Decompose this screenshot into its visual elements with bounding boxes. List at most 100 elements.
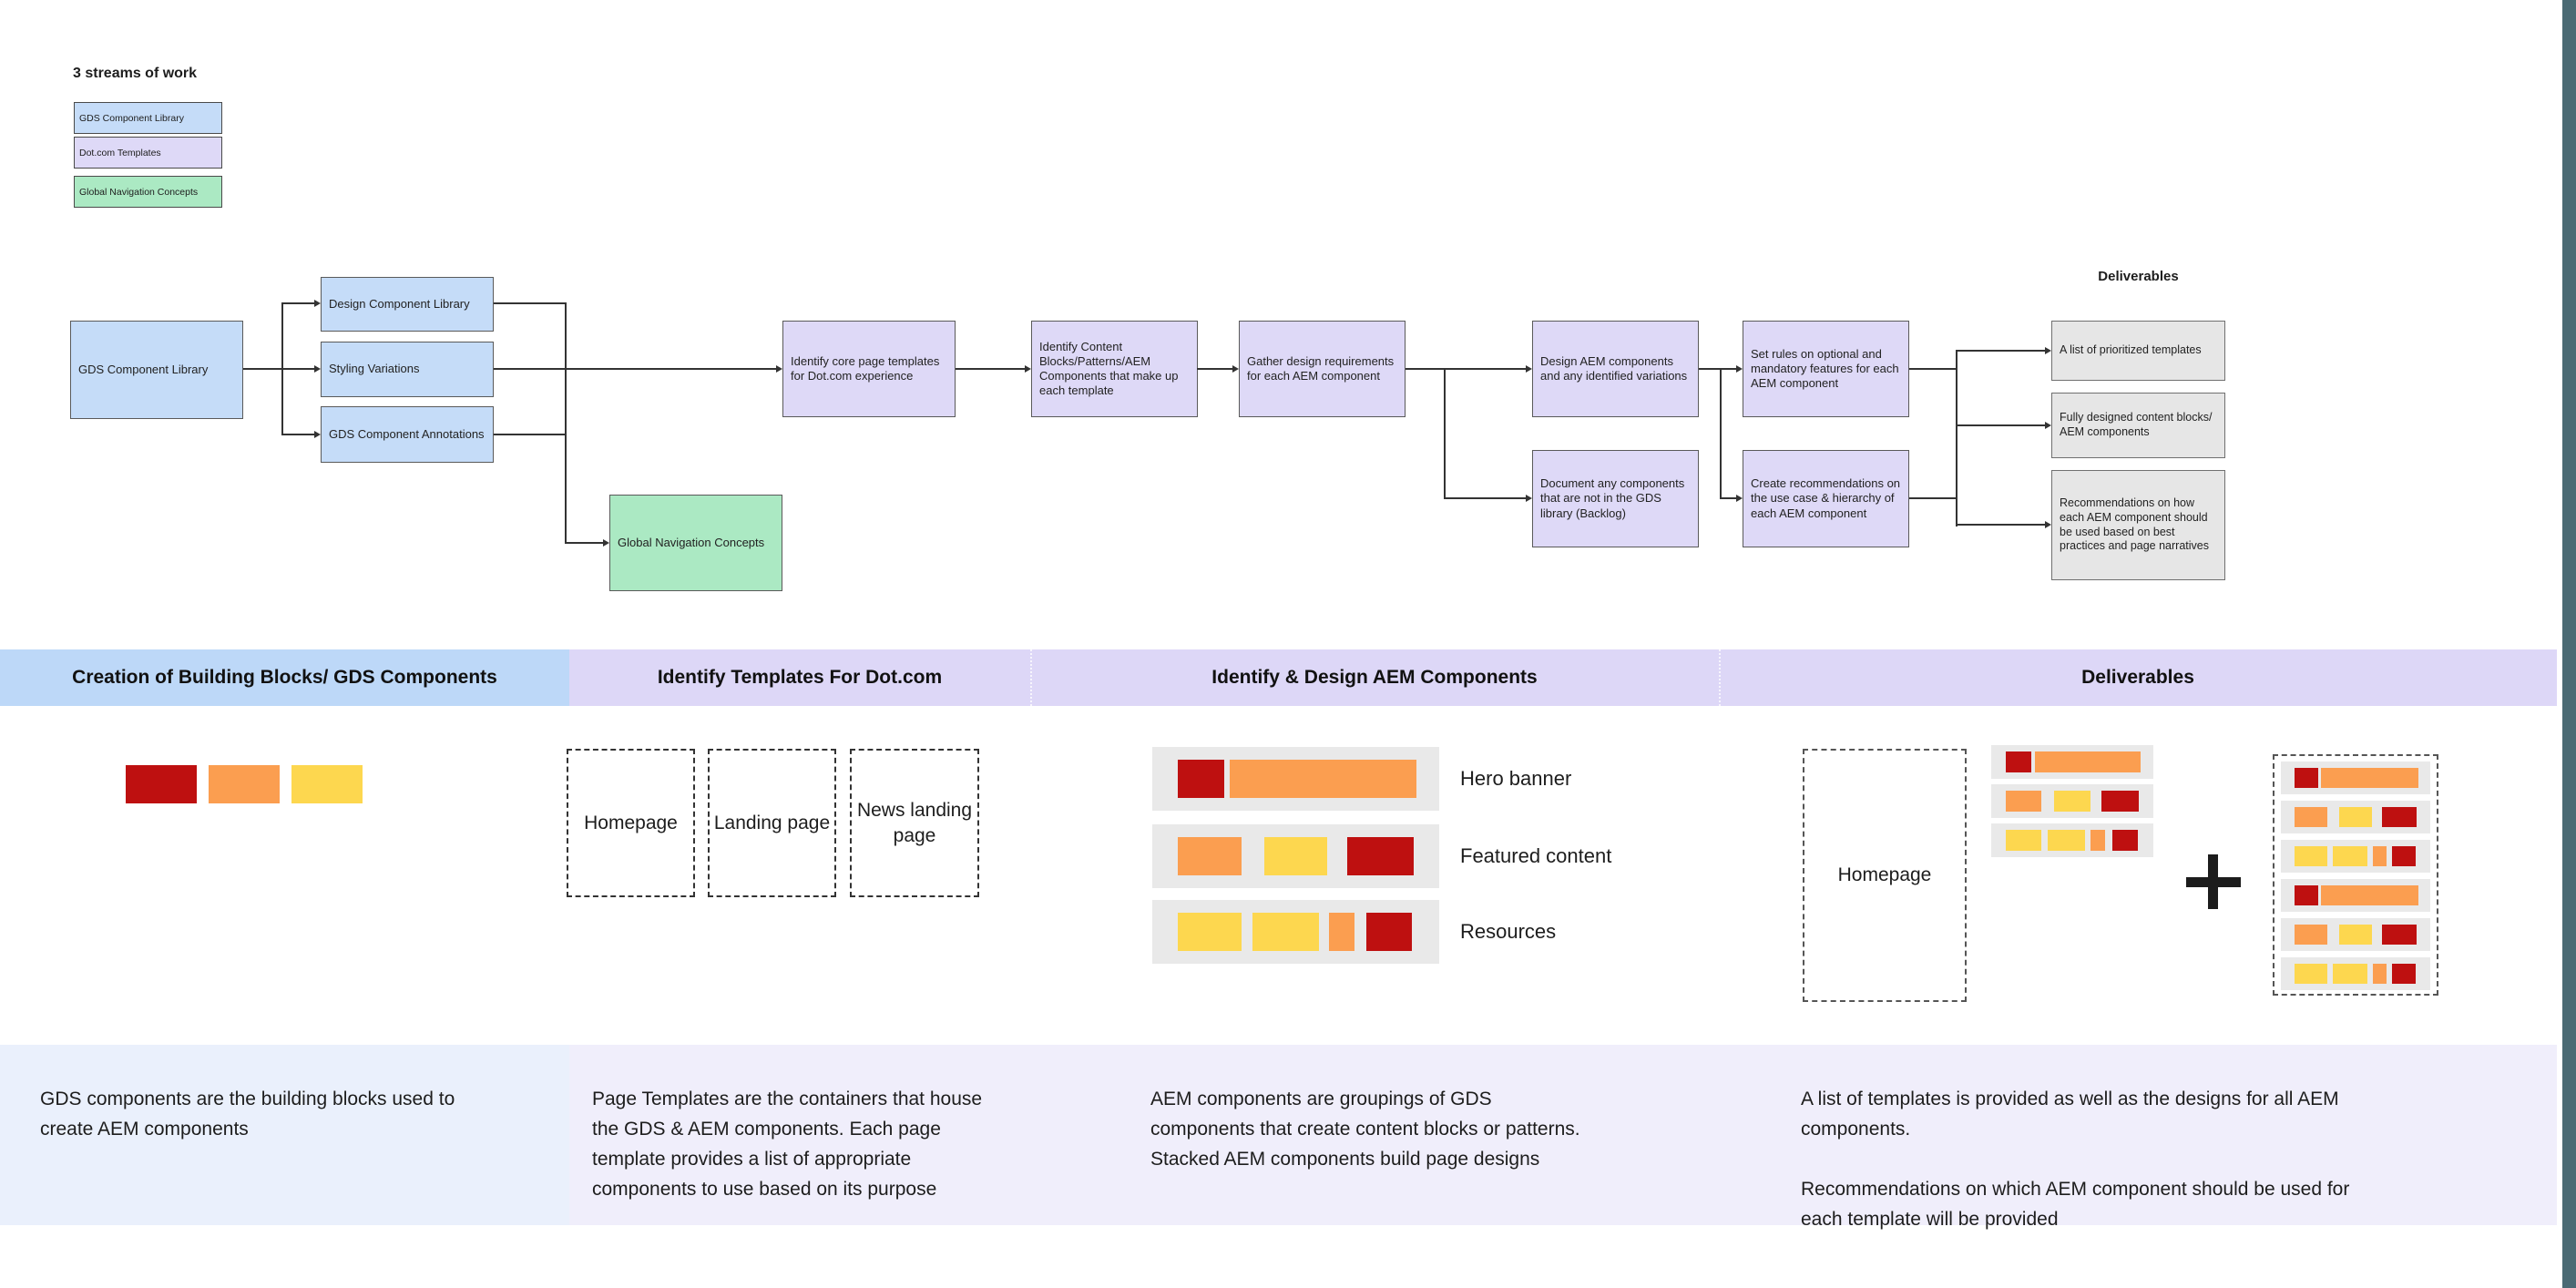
component-block-orange: [2321, 768, 2418, 788]
flow-node-gds-component-library: GDS Component Library: [70, 321, 243, 419]
column-separator: [1719, 649, 1721, 706]
arrowhead: [776, 365, 782, 373]
component-block-yellow: [2006, 830, 2042, 851]
connector-line: [281, 368, 314, 370]
description-panel-col3: [1030, 1045, 1719, 1225]
connector-line: [1720, 368, 1722, 499]
section-header-gds-components: Creation of Building Blocks/ GDS Compone…: [0, 649, 569, 706]
component-block-orange: [1328, 913, 1355, 951]
description-line: [1801, 1144, 2349, 1174]
flow-node-label: A list of prioritized templates: [2060, 343, 2202, 357]
description-line: the GDS & AEM components. Each page: [592, 1119, 941, 1140]
description-line: AEM components are groupings of GDS: [1150, 1089, 1492, 1109]
component-block-red: [2294, 768, 2318, 788]
connector-line: [1444, 368, 1446, 499]
component-block-orange: [1178, 837, 1242, 875]
connector-line: [565, 302, 567, 543]
column-separator: [1030, 649, 1032, 706]
connector-line: [565, 542, 603, 544]
template-label: Homepage: [584, 812, 678, 833]
description-line: components that create content blocks or…: [1150, 1119, 1580, 1140]
component-block-orange: [2006, 791, 2042, 812]
aem-row-label-hero-banner: Hero banner: [1460, 767, 1572, 790]
arrowhead: [1526, 495, 1532, 502]
description-line: GDS components are the building blocks u…: [40, 1089, 455, 1109]
section-header-aem-components: Identify & Design AEM Components: [1030, 649, 1719, 706]
flow-node-global-navigation-concepts: Global Navigation Concepts: [609, 495, 782, 591]
component-block-red: [2392, 846, 2417, 866]
description-line: Recommendations on which AEM component s…: [1801, 1179, 2350, 1200]
component-block-orange: [2372, 846, 2387, 866]
flow-node-label: GDS Component Library: [78, 362, 209, 376]
flow-node-deliverable-recommendations: Recommendations on how each AEM componen…: [2051, 470, 2225, 580]
arrowhead: [1736, 365, 1743, 373]
flow-node-deliverable-designed-blocks: Fully designed content blocks/ AEM compo…: [2051, 393, 2225, 458]
component-block-yellow: [2333, 964, 2368, 984]
component-block-orange: [2090, 830, 2106, 851]
flow-node-design-component-library: Design Component Library: [321, 277, 494, 332]
flow-node-gds-component-annotations: GDS Component Annotations: [321, 406, 494, 463]
aem-row-resources: [1152, 900, 1439, 964]
component-block-yellow: [2294, 964, 2327, 984]
flow-node-label: GDS Component Annotations: [329, 426, 485, 441]
description-col2: Page Templates are the containers that h…: [592, 1084, 982, 1204]
arrowhead: [2045, 422, 2051, 429]
description-line: Stacked AEM components build page design…: [1150, 1149, 1540, 1170]
plus-icon: [2208, 854, 2218, 909]
page-bar-hero: [2281, 762, 2430, 794]
description-panel-col4: [1719, 1045, 2557, 1225]
arrowhead: [1526, 365, 1532, 373]
flow-node-label: Design Component Library: [329, 296, 470, 311]
connector-line: [1699, 368, 1736, 370]
arrowhead: [2045, 347, 2051, 354]
component-block-red: [2392, 964, 2417, 984]
component-block-red: [1178, 760, 1224, 798]
flow-node-create-recommendations: Create recommendations on the use case &…: [1743, 450, 1909, 547]
legend-item-dotcom-templates: Dot.com Templates: [74, 137, 222, 169]
description-panel-col1: [0, 1045, 569, 1225]
component-block-orange: [2294, 807, 2327, 827]
connector-line: [243, 368, 281, 370]
arrowhead: [1025, 365, 1031, 373]
legend-title: 3 streams of work: [73, 66, 198, 81]
component-block-red: [2294, 885, 2318, 905]
description-line: each template will be provided: [1801, 1209, 2059, 1230]
connector-line: [494, 368, 776, 370]
template-box-landing-page: Landing page: [708, 749, 836, 897]
connector-line: [1909, 368, 1956, 370]
component-block-yellow: [2054, 791, 2090, 812]
component-block-red: [1365, 913, 1413, 951]
template-box-homepage: Homepage: [567, 749, 695, 897]
description-line: A list of templates is provided as well …: [1801, 1089, 2339, 1109]
aem-row-label-resources: Resources: [1460, 920, 1557, 943]
page-bar-featured: [2281, 918, 2430, 951]
component-block-red: [1347, 837, 1414, 875]
legend-item-gds-component-library: GDS Component Library: [74, 102, 222, 134]
flow-deliverables-title: Deliverables: [2098, 269, 2179, 284]
flow-node-document-backlog: Document any components that are not in …: [1532, 450, 1699, 547]
vertical-scrollbar[interactable]: [2562, 0, 2576, 1288]
component-block-orange: [2035, 751, 2141, 772]
component-block-yellow: [1263, 837, 1328, 875]
description-col3: AEM components are groupings of GDS comp…: [1150, 1084, 1580, 1174]
component-block-orange: [2321, 885, 2418, 905]
component-block-red: [2006, 751, 2032, 772]
aem-row-hero-banner: [1152, 747, 1439, 811]
description-line: template provides a list of appropriate: [592, 1149, 912, 1170]
component-block-yellow: [2338, 925, 2373, 945]
flow-node-label: Global Navigation Concepts: [618, 535, 765, 549]
connector-line: [1720, 497, 1736, 499]
flow-node-label: Fully designed content blocks/ AEM compo…: [2060, 411, 2213, 438]
page-bar-resources: [2281, 840, 2430, 873]
connector-line: [1909, 497, 1956, 499]
arrowhead: [2045, 521, 2051, 528]
arrowhead: [1232, 365, 1239, 373]
aem-row-featured-content: [1152, 824, 1439, 888]
flow-node-gather-design-requirements: Gather design requirements for each AEM …: [1239, 321, 1406, 417]
page-bar-featured: [2281, 801, 2430, 833]
description-line: create AEM components: [40, 1119, 249, 1140]
stack-bar-resources: [1991, 823, 2153, 857]
flow-node-set-rules: Set rules on optional and mandatory feat…: [1743, 321, 1909, 417]
connector-line: [1956, 524, 2045, 526]
